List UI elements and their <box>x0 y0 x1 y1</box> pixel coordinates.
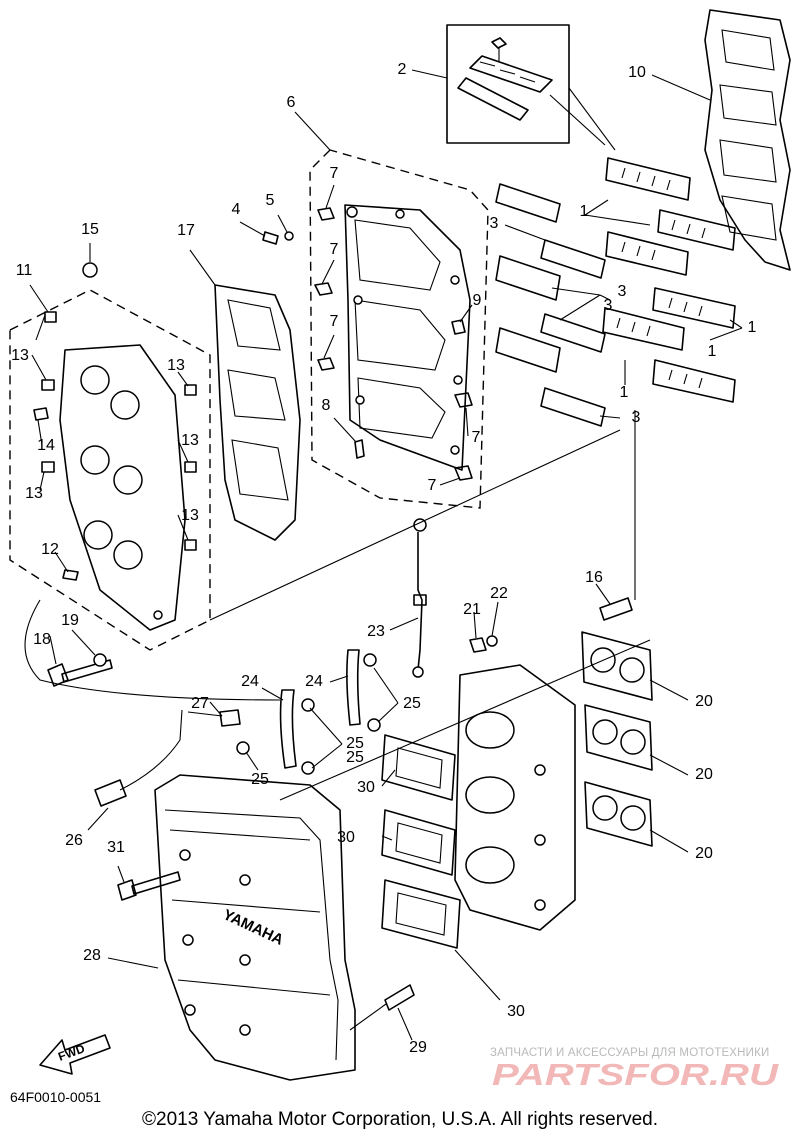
callout-3: 3 <box>632 409 641 426</box>
callout-20: 20 <box>695 693 713 710</box>
hoses-and-clips <box>236 649 381 775</box>
leader-lines <box>29 69 743 1041</box>
callout-30: 30 <box>507 1003 525 1020</box>
callout-27: 27 <box>191 695 209 712</box>
callout-labels: 1 1 1 1 2 3 3 3 3 4 5 6 7 7 7 7 7 8 9 10… <box>11 61 756 1056</box>
callout-19: 19 <box>61 612 79 629</box>
callout-18: 18 <box>33 631 51 648</box>
watermark-tagline: ЗАПЧАСТИ И АКСЕССУАРЫ ДЛЯ МОТОТЕХНИКИ <box>490 1047 770 1059</box>
callout-16: 16 <box>585 569 603 586</box>
cover-lettering: YAMAHA <box>220 906 286 949</box>
callout-21: 21 <box>463 601 481 618</box>
part-30-gaskets <box>381 734 461 949</box>
callout-2: 2 <box>398 61 407 78</box>
part-17-gasket <box>214 284 301 541</box>
callout-24: 24 <box>305 673 323 690</box>
part-23-rod <box>412 518 427 678</box>
part-6-boundary <box>309 149 489 509</box>
callout-3: 3 <box>604 297 613 314</box>
callout-7: 7 <box>330 165 339 182</box>
part-28-cover: YAMAHA <box>154 774 356 1081</box>
callout-20: 20 <box>695 845 713 862</box>
callout-13: 13 <box>167 357 185 374</box>
reed-gaskets-group <box>495 183 606 427</box>
callout-31: 31 <box>107 839 125 856</box>
callout-28: 28 <box>83 947 101 964</box>
callout-9: 9 <box>473 292 482 309</box>
callout-13: 13 <box>181 432 199 449</box>
callout-25: 25 <box>346 735 364 752</box>
part-10-gasket <box>704 9 791 271</box>
callout-14: 14 <box>37 437 55 454</box>
callout-30: 30 <box>357 779 375 796</box>
fwd-label: FWD <box>56 1041 87 1064</box>
fwd-arrow: FWD <box>39 1034 111 1075</box>
callout-13: 13 <box>181 507 199 524</box>
callout-7: 7 <box>330 241 339 258</box>
callout-11: 11 <box>16 262 33 279</box>
callout-1: 1 <box>580 203 589 220</box>
callout-7: 7 <box>428 477 437 494</box>
callout-1: 1 <box>620 384 629 401</box>
watermark-logo: PARTSFOR.RU <box>492 1057 780 1091</box>
callout-3: 3 <box>490 215 499 232</box>
copyright-notice: ©2013 Yamaha Motor Corporation, U.S.A. A… <box>142 1109 658 1130</box>
throttle-bodies <box>454 664 576 931</box>
part-2-inset <box>446 24 570 144</box>
left-block <box>33 262 197 631</box>
callout-30: 30 <box>337 829 355 846</box>
callout-13: 13 <box>11 347 29 364</box>
callout-1: 1 <box>748 319 757 336</box>
fittings-group <box>262 207 473 481</box>
callout-25: 25 <box>403 695 421 712</box>
bolts-left <box>47 569 113 687</box>
callout-5: 5 <box>266 192 275 209</box>
callout-24: 24 <box>241 673 259 690</box>
part-29-31 <box>117 871 415 1031</box>
left-block-boundary <box>9 289 211 651</box>
watermark-logo-text: PARTSFOR.RU <box>492 1057 780 1091</box>
callout-6: 6 <box>287 94 296 111</box>
callout-25: 25 <box>251 771 269 788</box>
callout-3: 3 <box>618 283 627 300</box>
callout-17: 17 <box>177 222 195 239</box>
callout-7: 7 <box>472 429 481 446</box>
callout-8: 8 <box>322 397 331 414</box>
part-20-gaskets <box>581 631 653 847</box>
callout-12: 12 <box>41 541 59 558</box>
reed-valves-group <box>602 157 736 403</box>
callout-26: 26 <box>65 832 83 849</box>
callout-13: 13 <box>25 485 43 502</box>
callout-29: 29 <box>409 1039 427 1056</box>
diagram-code: 64F0010-0051 <box>10 1089 102 1105</box>
callout-10: 10 <box>628 64 646 81</box>
callout-23: 23 <box>367 623 385 640</box>
sensor-26-27 <box>24 599 281 807</box>
callout-22: 22 <box>490 585 508 602</box>
washers-21-22 <box>469 635 498 653</box>
callout-1: 1 <box>708 343 717 360</box>
callout-4: 4 <box>232 201 241 218</box>
callout-7: 7 <box>330 313 339 330</box>
callout-15: 15 <box>81 221 99 238</box>
callout-25: 25 <box>346 749 364 766</box>
callout-20: 20 <box>695 766 713 783</box>
part-16-fitting <box>599 597 633 621</box>
intake-manifold <box>344 204 471 471</box>
